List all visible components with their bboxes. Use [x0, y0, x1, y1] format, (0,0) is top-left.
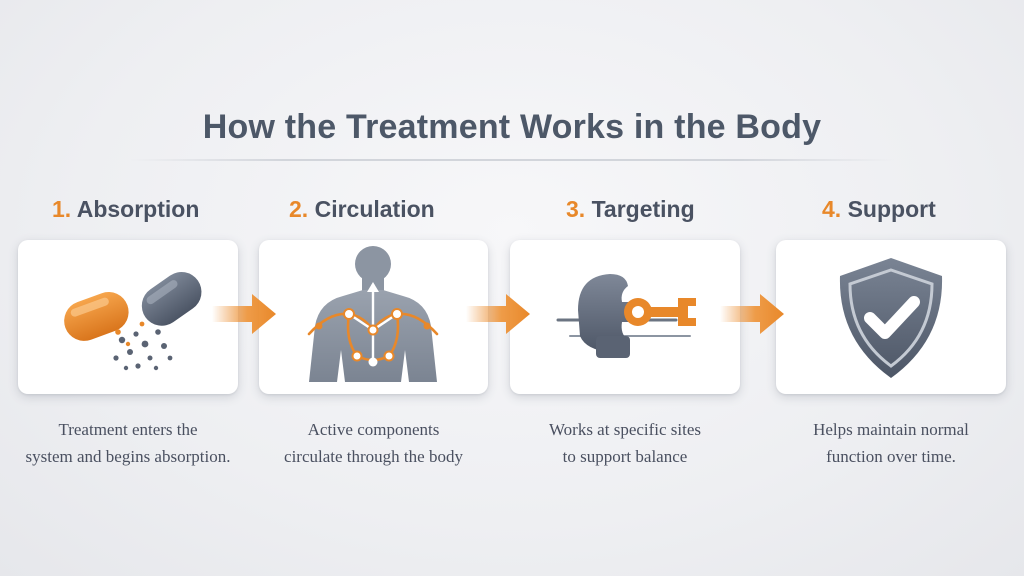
step-2-description-line: circulate through the body	[284, 447, 463, 466]
step-4-description-line: function over time.	[826, 447, 956, 466]
step-1-number: 1.	[52, 196, 72, 222]
title-divider	[130, 159, 894, 161]
step-1-name: Absorption	[76, 196, 200, 222]
step-3-description-line: to support balance	[562, 447, 688, 466]
body-circulation-icon	[307, 246, 439, 382]
step-3-description-line: Works at specific sites	[548, 420, 702, 439]
step-2-number: 2.	[289, 196, 309, 222]
step-2-description-line: Active components	[307, 420, 440, 439]
step-4-description: Helps maintain normal function over time…	[776, 416, 1006, 470]
step-4-description-line: Helps maintain normal	[813, 420, 969, 439]
arrow-right-icon	[212, 294, 276, 334]
capsule-icon	[64, 271, 202, 371]
step-1-description-line: system and begins absorption.	[25, 447, 231, 466]
step-3-title: 3. Targeting	[566, 196, 695, 223]
step-4-number: 4.	[822, 196, 842, 222]
step-1-description-line: Treatment enters the	[58, 420, 198, 439]
step-2-name: Circulation	[314, 196, 435, 222]
step-4-name: Support	[847, 196, 936, 222]
step-3-number: 3.	[566, 196, 586, 222]
arrow-right-icon	[720, 294, 784, 334]
step-3-card	[510, 240, 740, 394]
step-2-card	[259, 240, 488, 394]
step-4-title: 4. Support	[822, 196, 936, 223]
step-1-card	[18, 240, 238, 394]
page-title: How the Treatment Works in the Body	[202, 108, 822, 146]
arrow-right-icon	[466, 294, 530, 334]
step-2-title: 2. Circulation	[289, 196, 435, 223]
shield-check-icon	[839, 258, 943, 378]
receptor-targeting-icon	[556, 274, 696, 358]
step-1-description: Treatment enters the system and begins a…	[18, 416, 238, 470]
step-3-description: Works at specific sites to support balan…	[510, 416, 740, 470]
step-3-name: Targeting	[591, 196, 695, 222]
step-2-description: Active components circulate through the …	[259, 416, 488, 470]
step-4-card	[776, 240, 1006, 394]
step-1-title: 1. Absorption	[52, 196, 199, 223]
